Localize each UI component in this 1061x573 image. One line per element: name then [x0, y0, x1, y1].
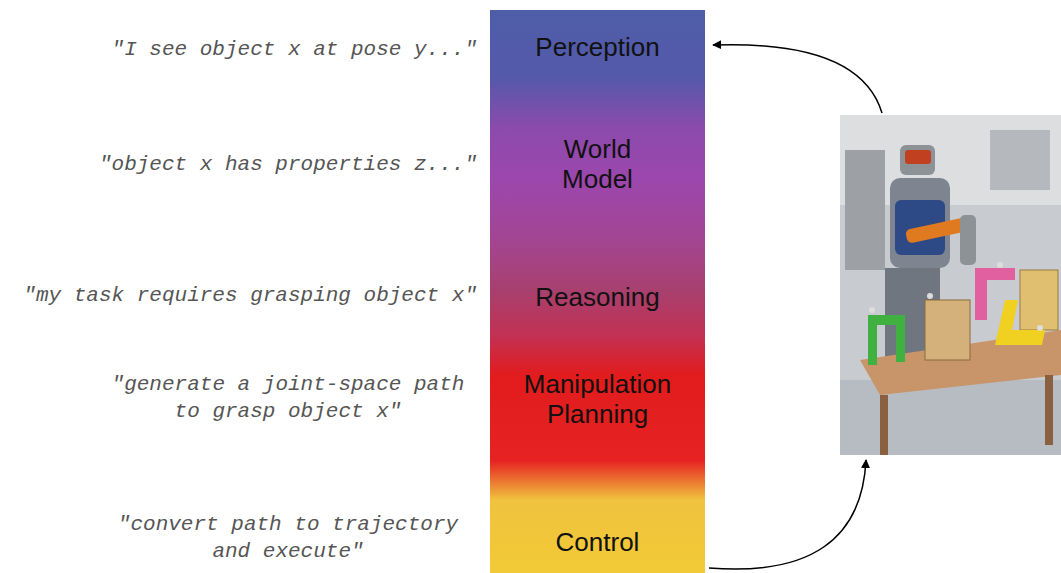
layer-description: "convert path to trajectory and execute": [98, 511, 478, 566]
robot-illustration: [840, 115, 1061, 455]
gradient-bar: [490, 10, 705, 573]
layer-name: Reasoning: [535, 283, 659, 313]
layer-description: "object x has properties z...": [5, 151, 477, 178]
layer-name: Control: [556, 528, 640, 558]
layer-band: Perception: [495, 31, 700, 65]
feedback-arrow: [713, 45, 882, 113]
layer-name: Manipulation Planning: [499, 370, 696, 430]
layer-description: "I see object x at pose y...": [5, 36, 477, 63]
layer-description: "generate a joint-space path to grasp ob…: [98, 371, 478, 426]
layer-name: Perception: [535, 33, 659, 63]
layer-name: World Model: [542, 135, 654, 195]
layer-band: Control: [495, 526, 700, 560]
layer-band: Manipulation Planning: [495, 368, 700, 432]
command-arrow: [709, 460, 866, 569]
layer-band: Reasoning: [495, 281, 700, 315]
layer-description: "my task requires grasping object x": [5, 282, 477, 309]
layer-band: World Model: [538, 133, 658, 197]
